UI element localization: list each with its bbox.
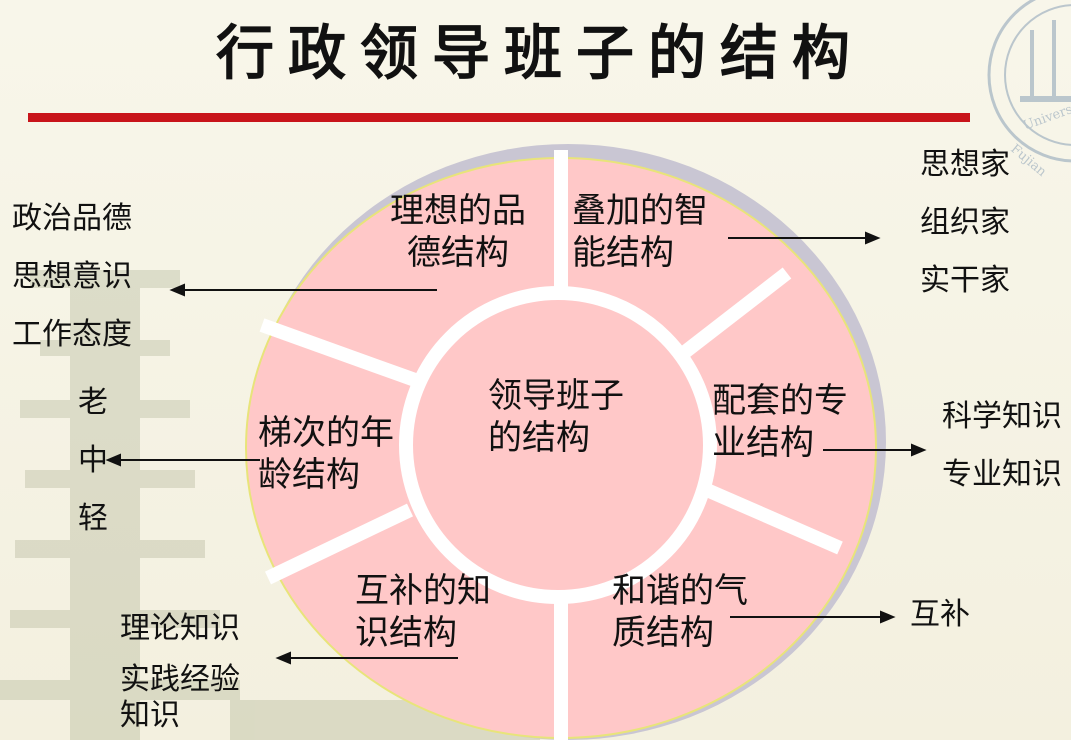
list-item: 理论知识: [120, 611, 240, 646]
intelligence-items-list: 思想家 组织家 实干家: [920, 136, 1010, 310]
professional-items-list: 科学知识 专业知识: [942, 388, 1062, 504]
segment-temperament-label: 和谐的气 质结构: [612, 571, 748, 653]
moral-items-list: 政治品德 思想意识 工作态度: [12, 190, 132, 364]
title-underline: [28, 113, 970, 122]
list-item: 政治品德: [12, 201, 132, 236]
list-item: 工作态度: [12, 317, 132, 352]
segment-professional-label: 配套的专 业结构: [712, 381, 848, 463]
list-item: 思想意识: [12, 259, 132, 294]
list-item: 实干家: [920, 263, 1010, 298]
segment-ideal-moral-label: 理想的品 德结构: [390, 191, 526, 273]
list-item: 轻: [78, 501, 108, 536]
age-items-list: 老 中 轻: [78, 374, 108, 548]
knowledge-items-list: 理论知识 实践经验 知识: [120, 600, 240, 738]
temperament-items-list: 互补: [910, 586, 970, 644]
svg-text:Univers: Univers: [1021, 102, 1071, 134]
list-item: 实践经验 知识: [120, 662, 240, 733]
list-item: 专业知识: [942, 457, 1062, 492]
list-item: 组织家: [920, 205, 1010, 240]
list-item: 科学知识: [942, 399, 1062, 434]
arrows: [105, 231, 927, 665]
segment-age-label: 梯次的年 龄结构: [258, 413, 394, 495]
list-item: 互补: [910, 597, 970, 632]
center-label: 领导班子 的结构: [488, 376, 624, 458]
slide-title: 行政领导班子的结构: [215, 18, 864, 88]
segment-dividers: [259, 150, 843, 740]
center-circle: [399, 286, 717, 604]
list-item: 中: [78, 443, 108, 478]
list-item: 思想家: [920, 147, 1010, 182]
segment-intelligence-label: 叠加的智 能结构: [572, 191, 708, 273]
segment-knowledge-label: 互补的知 识结构: [355, 571, 491, 653]
pagoda-watermark: [0, 270, 540, 740]
list-item: 老: [78, 385, 108, 420]
